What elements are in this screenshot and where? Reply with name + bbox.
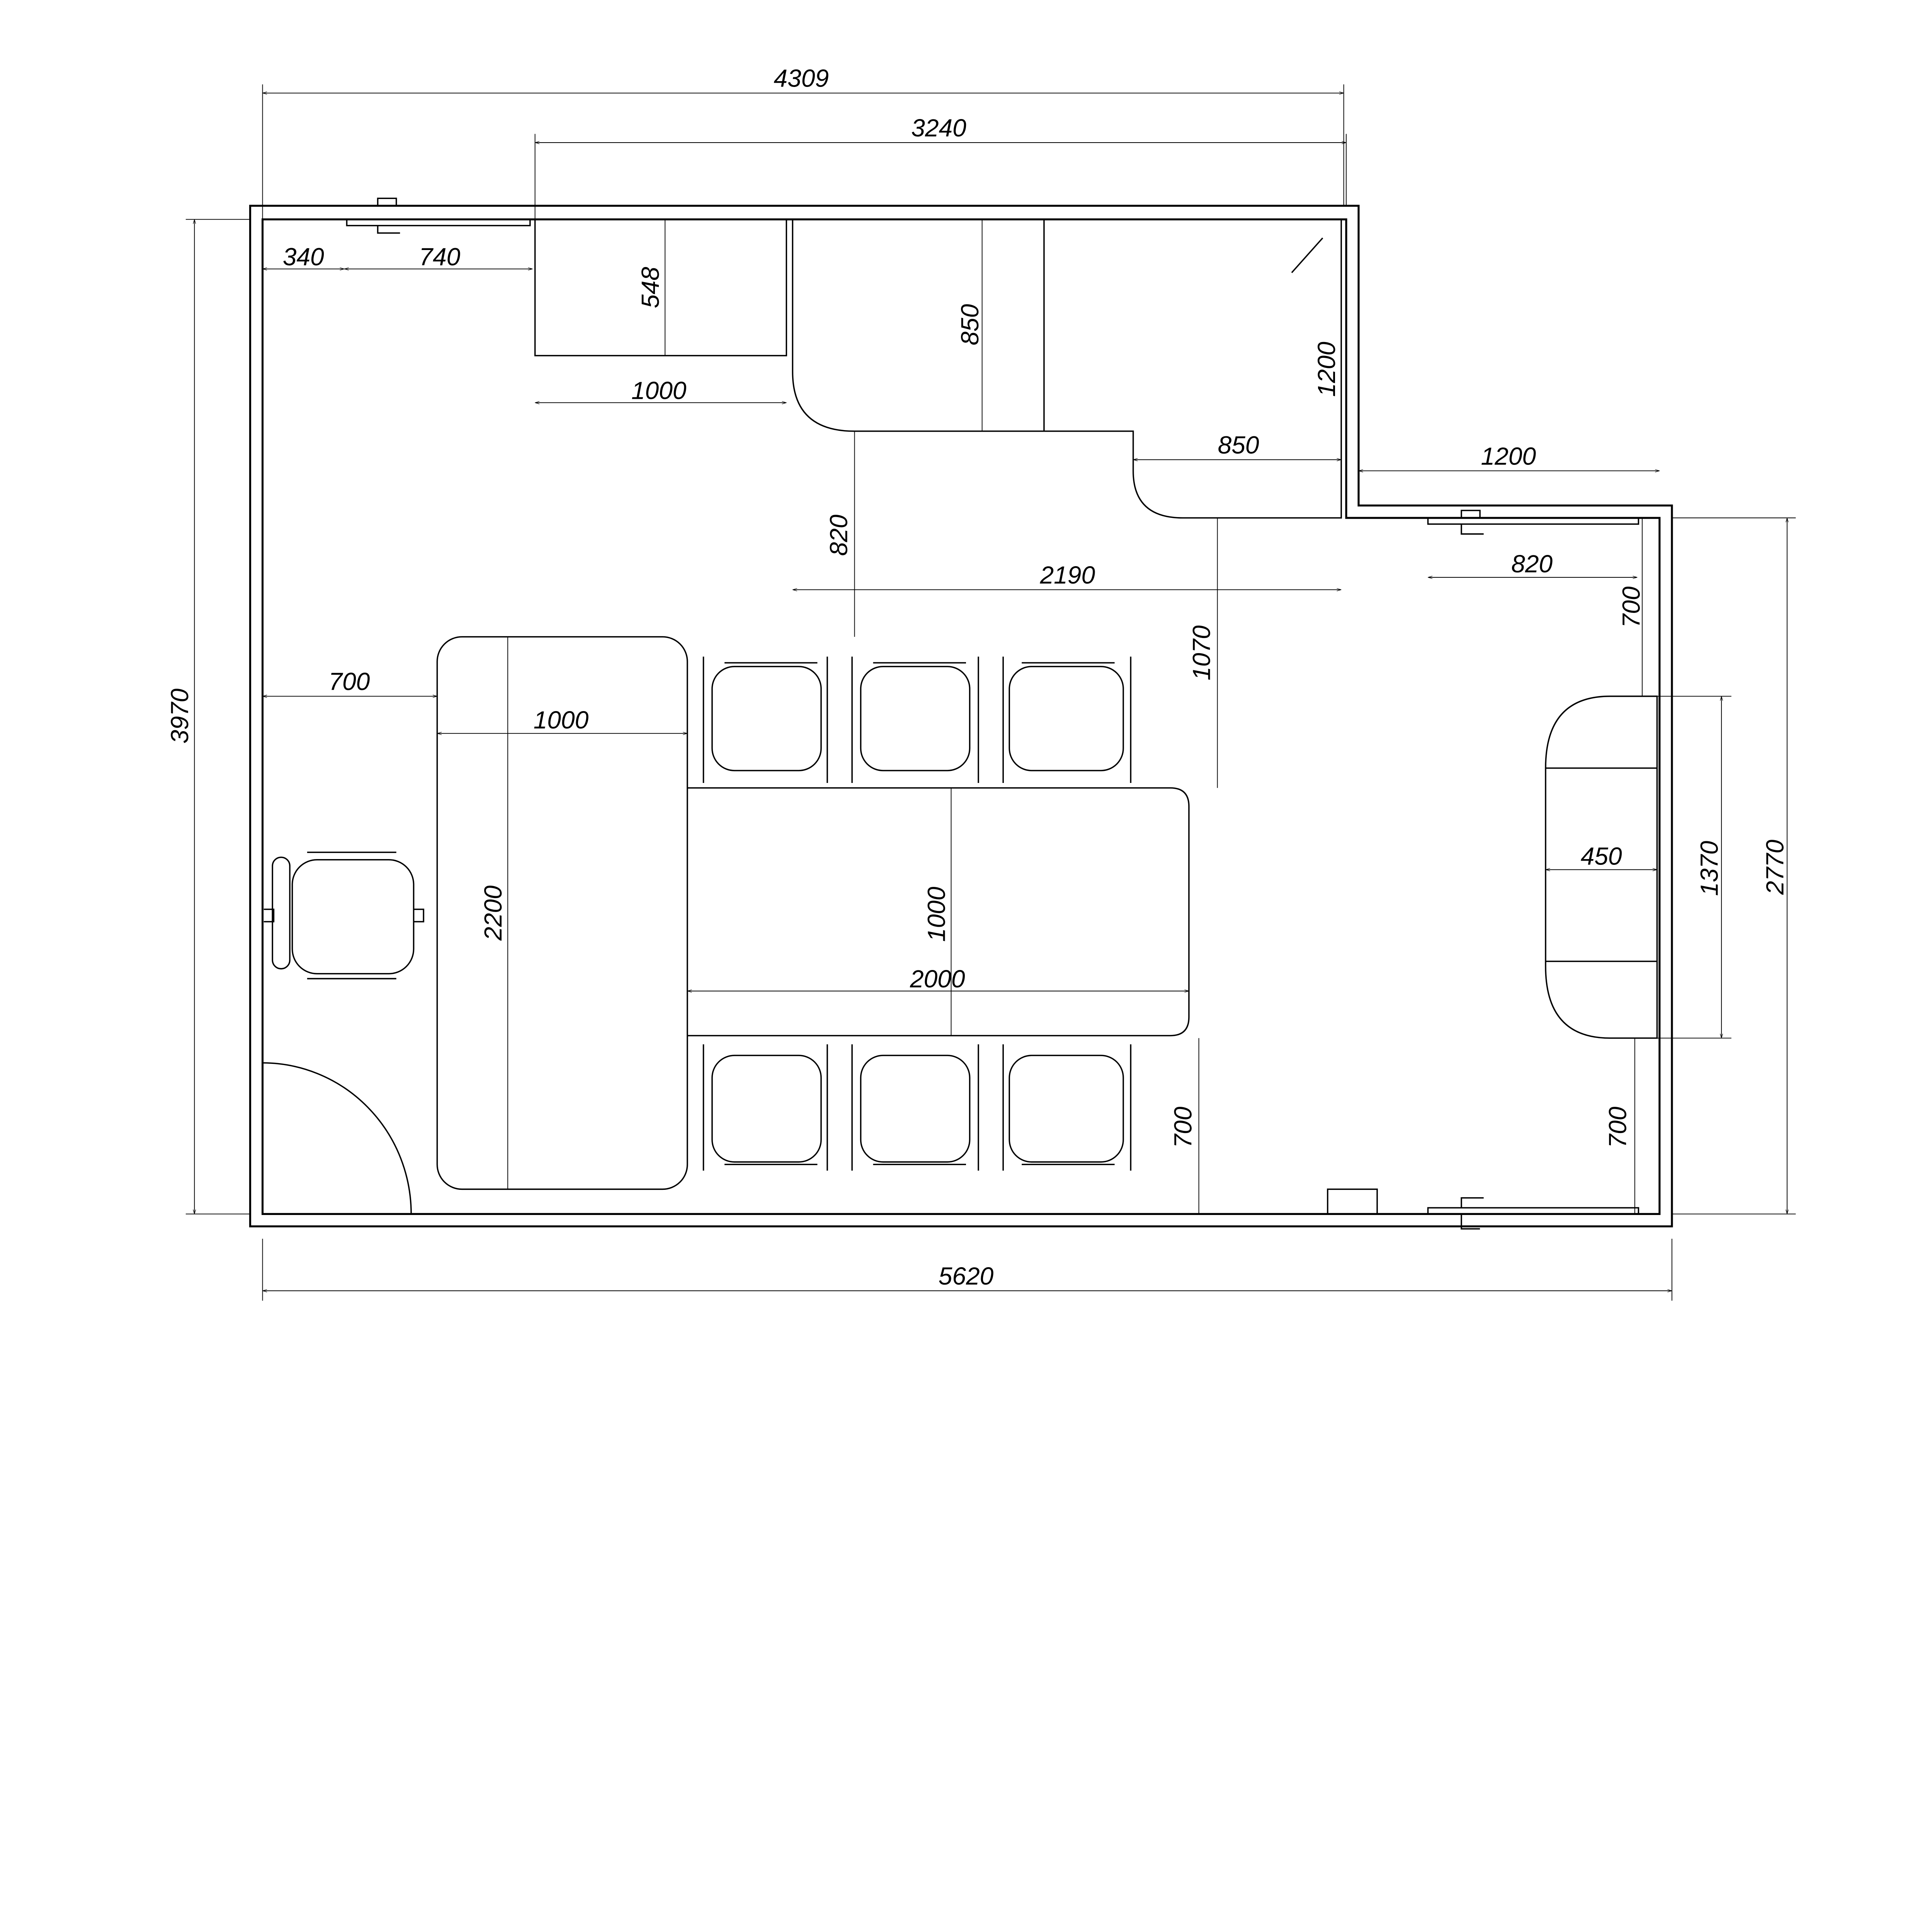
- dim-side-cabinet-length: 1370: [1696, 841, 1723, 896]
- door-right-bottom: [1427, 1197, 1639, 1230]
- dimension-lines: [185, 84, 1796, 1301]
- dim-room-depth: 3970: [166, 688, 194, 744]
- chair: [1002, 657, 1132, 783]
- dim-desk-total-width: 2190: [1040, 561, 1095, 589]
- meeting-table-a: [436, 636, 688, 1190]
- dim-left-clearance: 700: [328, 668, 370, 696]
- small-box: [1327, 1188, 1378, 1215]
- dim-desk-to-table-gap: 1070: [1187, 625, 1215, 681]
- dimension-labels: 4309 3240 340 740 548 1000 850 1200 850 …: [166, 65, 1789, 1290]
- chairs-top: [702, 657, 1132, 783]
- dim-right-room-depth: 2770: [1761, 839, 1789, 895]
- corner-desk: [792, 218, 1342, 519]
- dim-bottom-clearance-right: 700: [1604, 1106, 1631, 1148]
- chair: [851, 657, 979, 783]
- dim-table-a-width: 1000: [534, 706, 589, 734]
- dim-desk-clearance: 820: [825, 514, 852, 556]
- walls: [249, 204, 1673, 1228]
- chairs-bottom: [702, 1044, 1132, 1171]
- dim-right-step-width: 1200: [1481, 442, 1536, 470]
- dim-top-furniture-run: 3240: [911, 114, 966, 142]
- side-cabinet: [1545, 695, 1658, 1039]
- dim-right-door-clearance: 700: [1617, 586, 1645, 628]
- office-chair: [264, 851, 424, 980]
- meeting-table-b: [687, 787, 1190, 1036]
- chair: [1002, 1044, 1132, 1171]
- dim-cabinet-depth: 548: [636, 267, 664, 308]
- dim-door-width-right: 820: [1511, 550, 1553, 578]
- dim-room-width: 5620: [939, 1262, 994, 1290]
- dim-top-overall: 4309: [774, 65, 829, 92]
- chair: [702, 657, 828, 783]
- dim-table-a-length: 2200: [479, 885, 507, 941]
- dim-door-offset-left: 340: [283, 243, 324, 271]
- door-top: [346, 197, 531, 234]
- cabinet: [534, 218, 787, 357]
- dim-bottom-clearance-mid: 700: [1169, 1106, 1197, 1148]
- door-right-top: [1427, 510, 1639, 535]
- dim-door-width-top: 740: [419, 243, 460, 271]
- dim-table-b-length: 2000: [910, 965, 965, 993]
- dim-table-b-width: 1000: [923, 887, 951, 942]
- floor-plan: 4309 3240 340 740 548 1000 850 1200 850 …: [166, 65, 1796, 1301]
- chair: [702, 1044, 828, 1171]
- dim-cabinet-width: 1000: [631, 376, 687, 404]
- dim-desk-side-length: 1200: [1313, 342, 1340, 397]
- door-swing-arc: [262, 1062, 412, 1214]
- dim-desk-return-width: 850: [1218, 431, 1259, 459]
- chair: [851, 1044, 979, 1171]
- dim-desk-depth: 850: [956, 304, 984, 345]
- dim-side-cabinet-depth: 450: [1581, 842, 1622, 870]
